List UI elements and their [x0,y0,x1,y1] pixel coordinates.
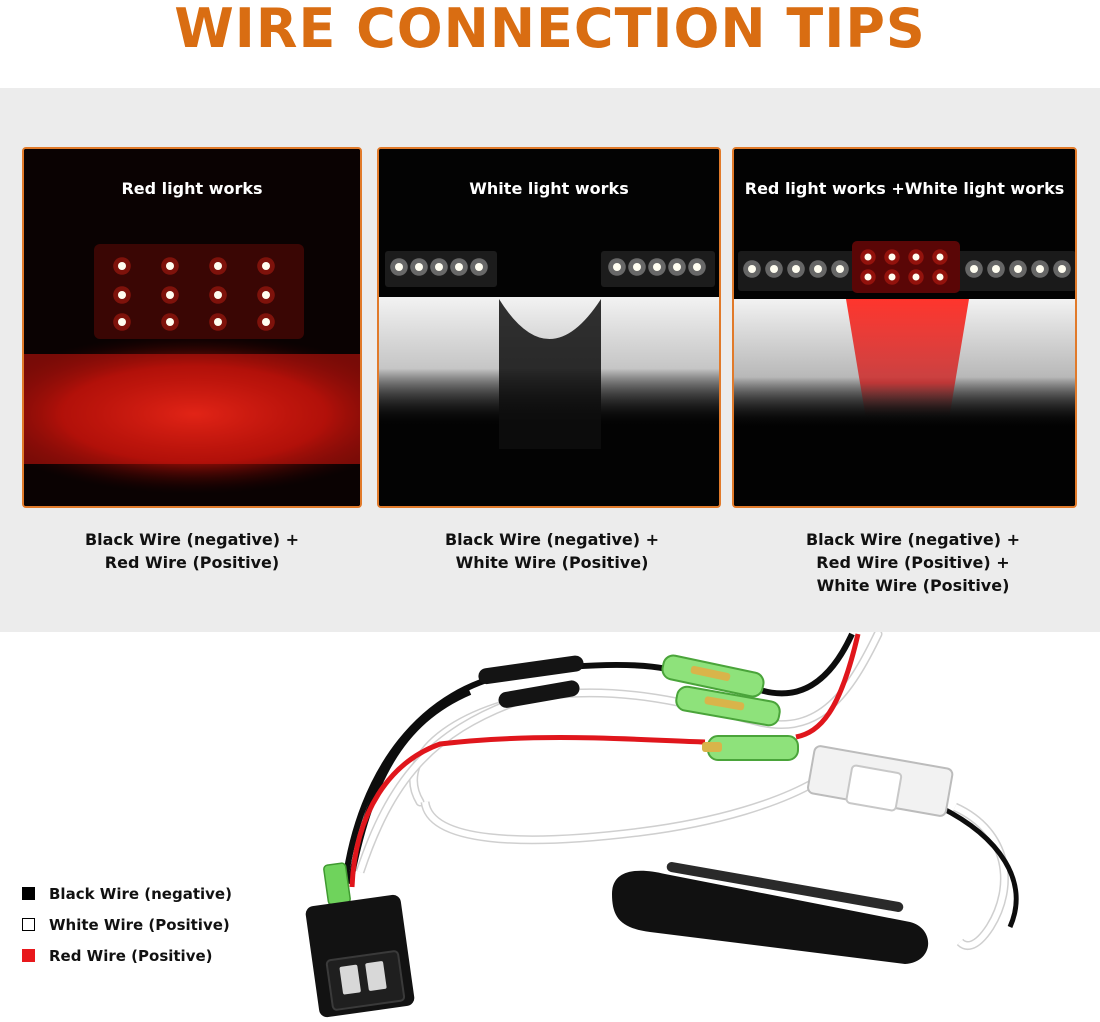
red-led [912,253,920,261]
white-led [836,265,844,273]
wire-harness-photo [305,632,1019,1018]
caption-line: Red Wire (Positive) [104,553,280,572]
legend-item-white-wire: White Wire (Positive) [22,909,232,940]
bullet-connector [702,735,799,761]
white-led [1014,265,1022,273]
red-led [262,291,270,299]
red-led [262,318,270,326]
red-led [214,318,222,326]
white-led [1058,265,1066,273]
red-led [166,318,174,326]
white-led [770,265,778,273]
white-led [970,265,978,273]
red-led [118,262,126,270]
panel-title: White light works [469,179,629,198]
legend-label: Black Wire (negative) [49,884,232,903]
white-led [693,263,701,271]
white-led [992,265,1000,273]
white-light-photo [379,149,719,506]
red-led [118,291,126,299]
panel-red-light: Red light works [22,147,362,508]
red-led [166,291,174,299]
panel-red-white-light: Red light works +White light works [732,147,1077,508]
red-light-photo [24,149,360,506]
white-led [653,263,661,271]
white-led [1036,265,1044,273]
white-square-icon [22,918,35,931]
red-white-light-photo [734,149,1075,506]
white-led [475,263,483,271]
white-led [748,265,756,273]
red-led [912,273,920,281]
caption-red-light: Black Wire (negative) + Red Wire (Positi… [20,528,364,574]
caption-red-white-light: Black Wire (negative) + Red Wire (Positi… [741,528,1085,597]
red-led [214,262,222,270]
red-led [118,318,126,326]
caption-line: White Wire (Positive) [455,553,649,572]
legend-label: White Wire (Positive) [49,915,230,934]
wire-legend: Black Wire (negative) White Wire (Positi… [22,878,232,971]
red-led [936,253,944,261]
red-led [936,273,944,281]
black-square-icon [22,887,35,900]
caption-line: Black Wire (negative) + [444,530,660,549]
white-led [455,263,463,271]
white-led [613,263,621,271]
caption-line: White Wire (Positive) [816,576,1010,595]
red-led [864,253,872,261]
page-title: WIRE CONNECTION TIPS [174,0,926,60]
caption-line: Black Wire (negative) + [84,530,300,549]
panel-title: Red light works +White light works [744,179,1065,198]
legend-label: Red Wire (Positive) [49,946,213,965]
white-led [435,263,443,271]
red-led [864,273,872,281]
white-led [814,265,822,273]
white-led [633,263,641,271]
bullet-connector [675,685,781,727]
four-pin-plug [305,894,415,1018]
red-led [262,262,270,270]
red-led [888,253,896,261]
red-led [214,291,222,299]
white-plug-connector [807,745,954,817]
red-square-icon [22,949,35,962]
panel-white-light: White light works [377,147,721,508]
caption-line: Red Wire (Positive) + [816,553,1010,572]
caption-white-light: Black Wire (negative) + White Wire (Posi… [380,528,724,574]
white-led [792,265,800,273]
bullet-connector [661,654,765,698]
red-led [888,273,896,281]
caption-line: Black Wire (negative) + [805,530,1021,549]
legend-item-red-wire: Red Wire (Positive) [22,940,232,971]
legend-item-black-wire: Black Wire (negative) [22,878,232,909]
red-led [166,262,174,270]
white-led [395,263,403,271]
white-led [673,263,681,271]
white-led [415,263,423,271]
control-module [612,862,929,964]
panel-title: Red light works [121,179,263,198]
